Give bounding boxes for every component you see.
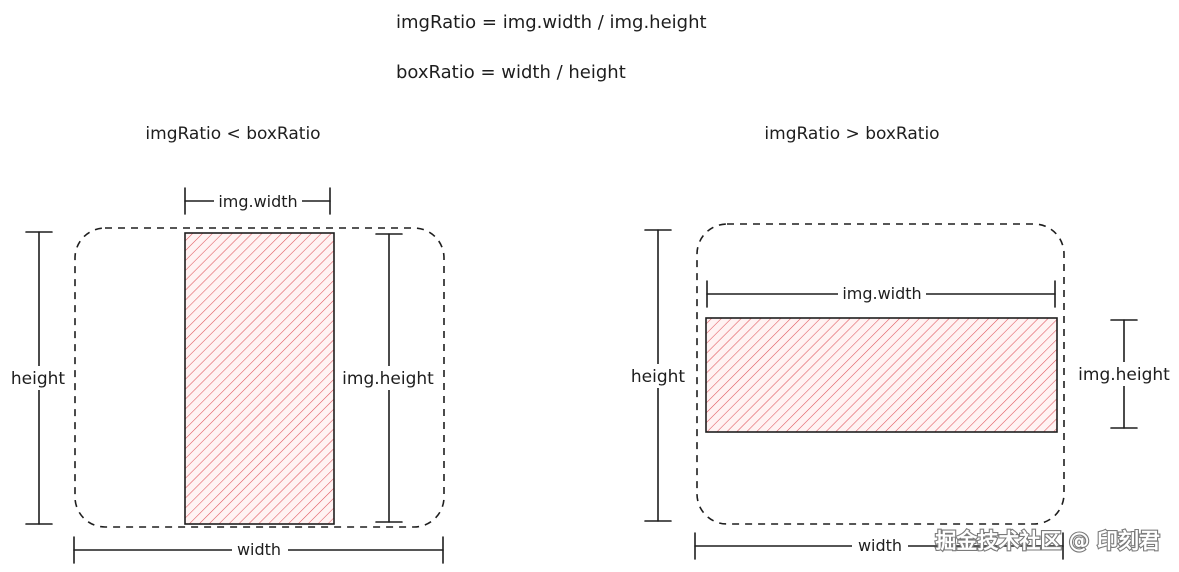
img-ratio-formula: imgRatio = img.width / img.height bbox=[396, 12, 707, 33]
container-box-right bbox=[696, 223, 1065, 525]
height-label-left: height bbox=[11, 369, 66, 389]
container-box-left bbox=[74, 227, 445, 528]
img-width-dimension-left: img.width bbox=[184, 187, 331, 215]
height-dimension-right: height bbox=[628, 229, 690, 522]
img-height-dimension-left: img.height bbox=[342, 233, 434, 523]
width-dimension-right: width bbox=[694, 532, 1064, 560]
height-dimension-left: height bbox=[8, 231, 70, 525]
img-height-dimension-right: img.height bbox=[1078, 319, 1170, 429]
case-img-ratio-greater: imgRatio > boxRatio img.width height bbox=[628, 124, 1170, 560]
img-width-label-left: img.width bbox=[218, 192, 297, 211]
case-img-ratio-less: imgRatio < boxRatio img.width height bbox=[8, 124, 445, 564]
image-rect-left bbox=[184, 232, 335, 525]
width-label-right: width bbox=[858, 536, 902, 555]
case-title-right: imgRatio > boxRatio bbox=[764, 124, 939, 144]
img-height-label-right: img.height bbox=[1078, 365, 1170, 385]
img-height-label-left: img.height bbox=[342, 369, 434, 389]
img-width-label-right: img.width bbox=[842, 284, 921, 303]
img-width-dimension-right: img.width bbox=[706, 280, 1056, 308]
height-label-right: height bbox=[631, 367, 686, 387]
width-label-left: width bbox=[237, 540, 281, 559]
width-dimension-left: width bbox=[73, 536, 444, 564]
image-rect-right bbox=[705, 317, 1058, 433]
case-title-left: imgRatio < boxRatio bbox=[145, 124, 320, 144]
watermark: 掘金技术社区 @ 印刻君 bbox=[935, 529, 1160, 553]
box-ratio-formula: boxRatio = width / height bbox=[396, 62, 626, 83]
